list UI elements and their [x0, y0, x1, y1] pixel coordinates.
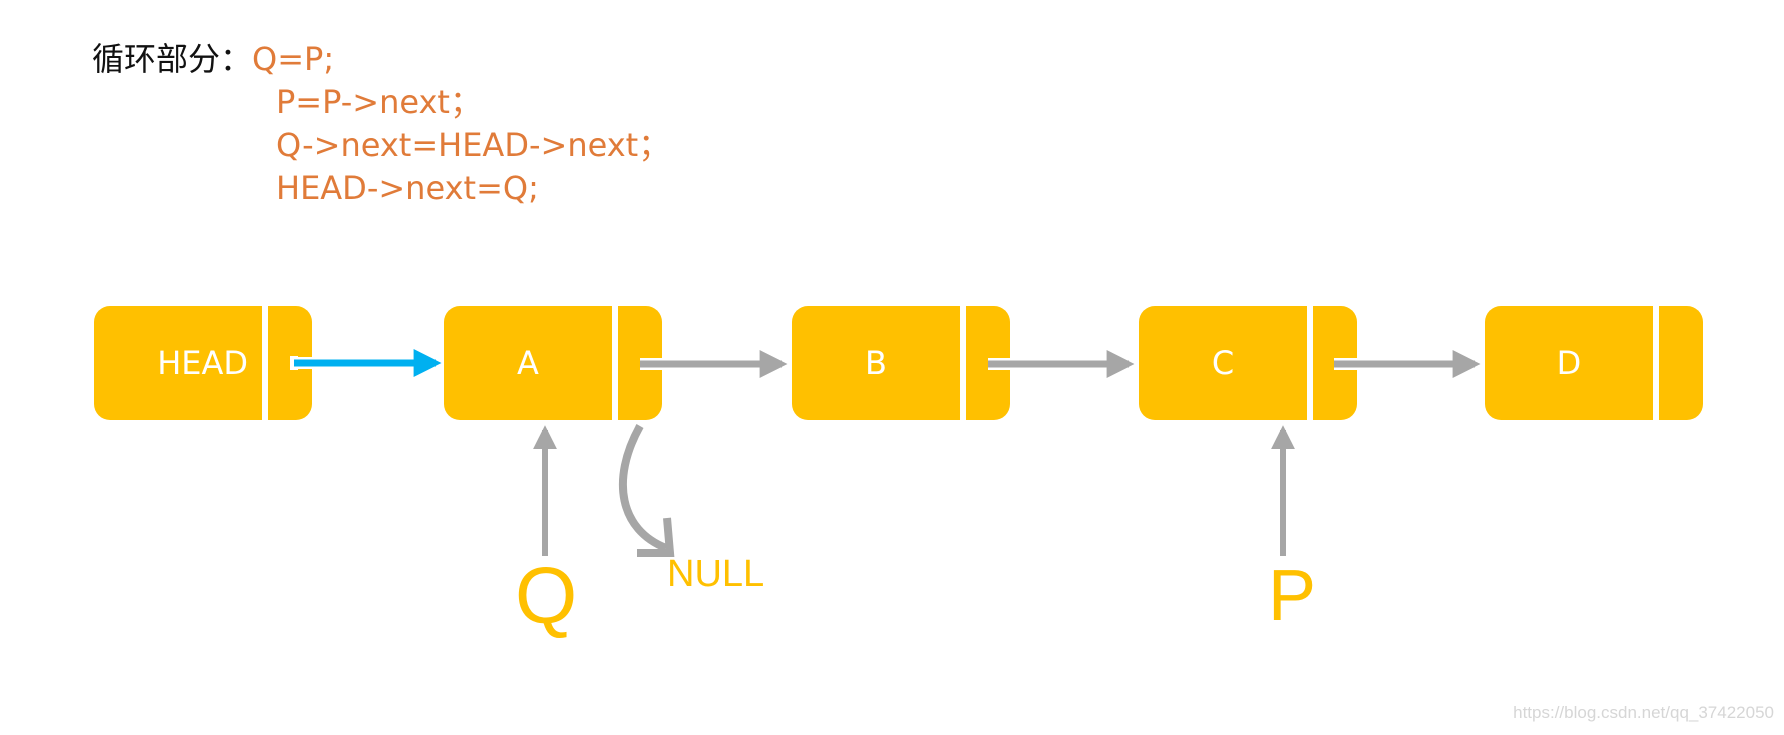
node-c-label: C	[1211, 344, 1235, 382]
node-c: C	[1139, 306, 1357, 420]
node-head: HEAD	[94, 306, 312, 420]
node-head-divider	[262, 306, 268, 420]
node-d-divider	[1653, 306, 1659, 420]
node-d-label: D	[1556, 344, 1582, 382]
node-b: B	[792, 306, 1010, 420]
code-title: 循环部分：	[92, 40, 253, 78]
code-line-4: HEAD->next=Q;	[276, 169, 539, 207]
code-line-3: Q->next=HEAD->next；	[276, 126, 671, 164]
a-null-arrowhead	[637, 517, 675, 557]
code-block: 循环部分：Q=P; P=P->next； Q->next=HEAD->next；…	[92, 38, 670, 210]
node-b-divider	[960, 306, 966, 420]
node-b-label: B	[865, 344, 887, 382]
code-first-row: 循环部分：Q=P;	[92, 38, 670, 81]
p-pointer-label: P	[1268, 556, 1317, 636]
node-a: A	[444, 306, 662, 420]
a-null-curve	[618, 424, 668, 552]
node-a-label: A	[517, 344, 539, 382]
null-label: NULL	[667, 553, 765, 595]
node-d: D	[1485, 306, 1703, 420]
watermark: https://blog.csdn.net/qq_37422050	[1513, 703, 1774, 722]
node-a-divider	[612, 306, 618, 420]
node-c-divider	[1307, 306, 1313, 420]
node-head-label: HEAD	[157, 344, 248, 382]
code-line-1: Q=P;	[252, 40, 335, 78]
code-line-2: P=P->next；	[276, 83, 482, 121]
q-pointer-label: Q	[515, 551, 578, 640]
